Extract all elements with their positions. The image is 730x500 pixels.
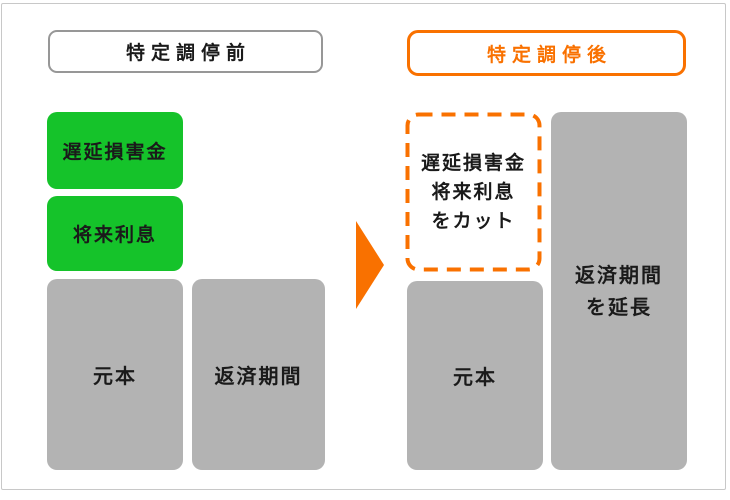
repayment-extended-text: 返済期間 を延長	[575, 259, 663, 323]
box-repayment-extended: 返済期間 を延長	[551, 112, 687, 470]
box-future-interest: 将来利息	[47, 196, 183, 271]
cut-note-line1: 遅延損害金	[420, 151, 526, 174]
box-repayment-period-before: 返済期間	[192, 279, 325, 470]
repayment-extended-line2: を延長	[586, 295, 652, 319]
box-principal-before: 元本	[47, 279, 183, 470]
diagram-frame-border	[1, 3, 726, 490]
box-delay-damages: 遅延損害金	[47, 112, 183, 189]
header-after: 特定調停後	[407, 30, 686, 76]
cut-note-line3: をカット	[431, 209, 516, 232]
principal-after-label: 元本	[453, 365, 497, 389]
header-after-label: 特定調停後	[486, 43, 612, 66]
repayment-period-before-label: 返済期間	[214, 364, 303, 388]
box-principal-after: 元本	[407, 281, 543, 470]
right-arrow-icon	[356, 221, 384, 309]
dashed-border-icon	[405, 112, 542, 272]
cut-note-text: 遅延損害金 将来利息 をカット	[421, 149, 526, 236]
future-interest-label: 将来利息	[72, 224, 157, 246]
header-before: 特定調停前	[48, 30, 323, 73]
delay-damages-label: 遅延損害金	[62, 141, 168, 163]
header-before-label: 特定調停前	[125, 42, 251, 64]
repayment-extended-line1: 返済期間	[575, 263, 663, 287]
principal-before-label: 元本	[93, 364, 137, 388]
cut-note-box: 遅延損害金 将来利息 をカット	[405, 112, 542, 272]
cut-note-line2: 将来利息	[431, 180, 516, 203]
